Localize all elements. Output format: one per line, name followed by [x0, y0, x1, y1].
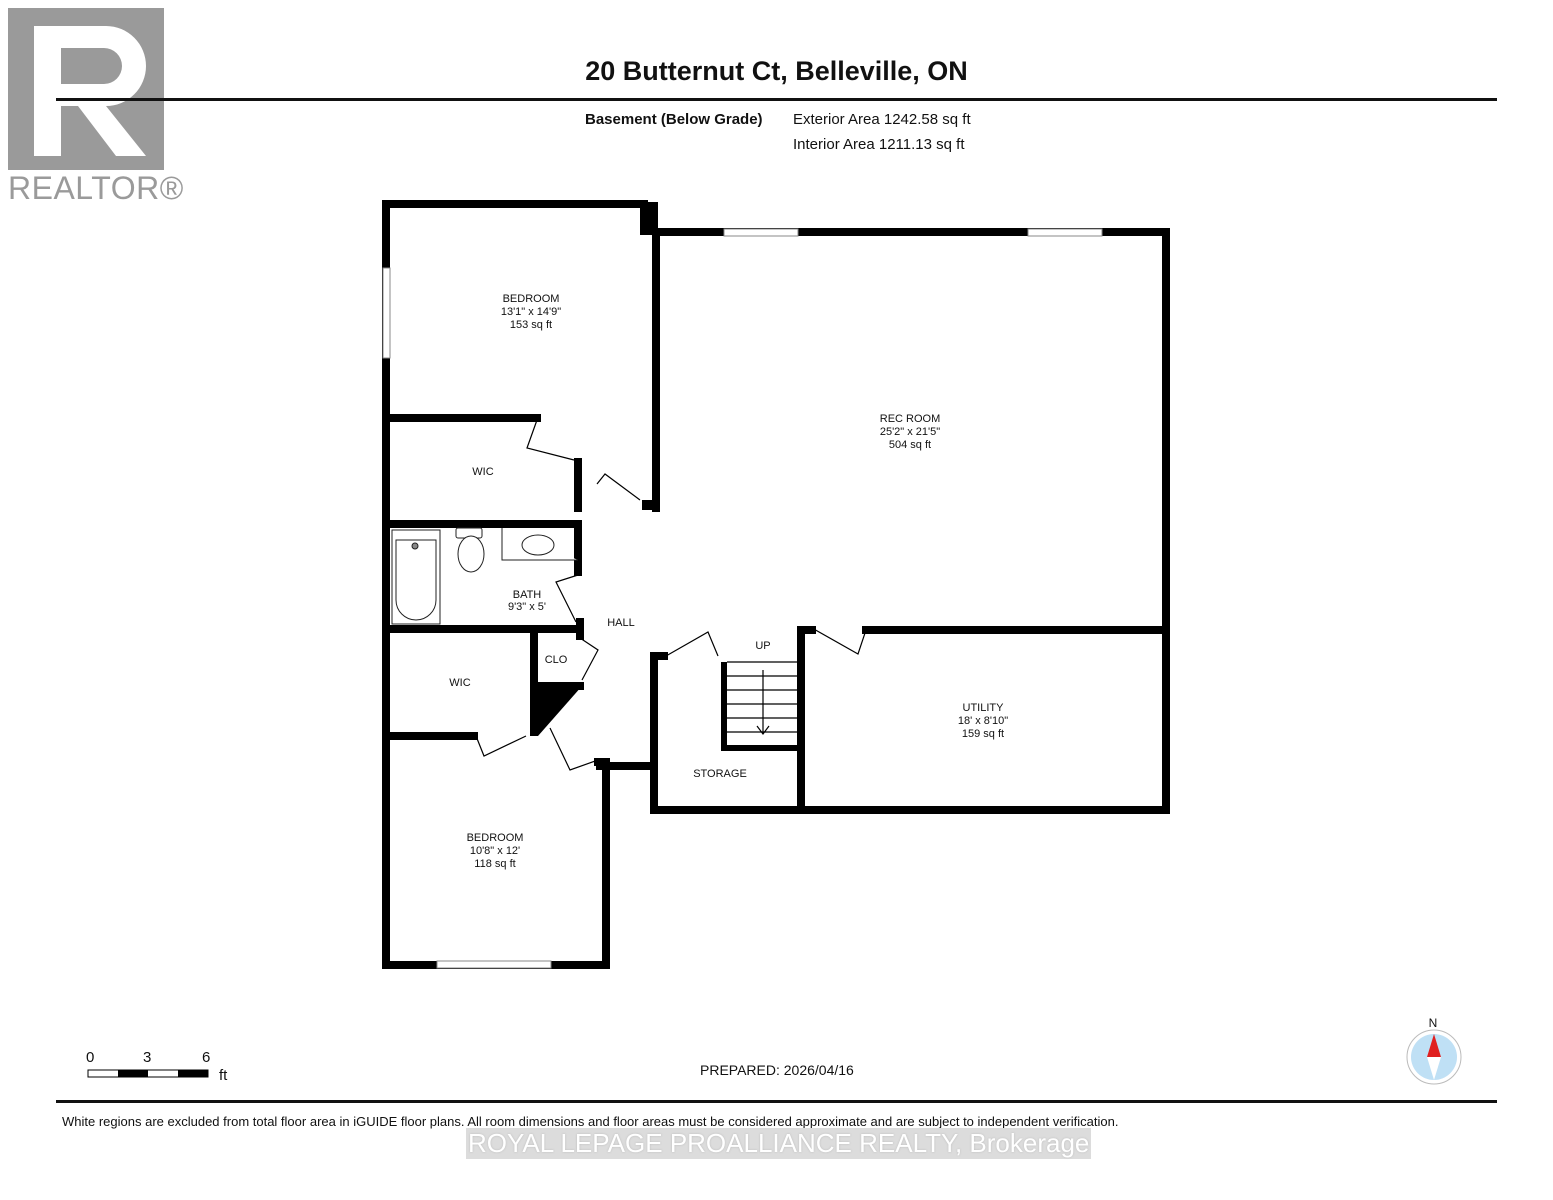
room-dims: 13'1" x 14'9": [501, 306, 561, 318]
footer-divider: [56, 1100, 1497, 1103]
compass: N: [1406, 1016, 1462, 1085]
interior-area: Interior Area 1211.13 sq ft: [793, 136, 965, 153]
page-title: 20 Butternut Ct, Belleville, ON: [585, 56, 968, 86]
doors: [475, 419, 867, 771]
room-dims: 25'2" x 21'5": [880, 426, 940, 438]
disclaimer: White regions are excluded from total fl…: [62, 1114, 1119, 1129]
room-name: HALL: [607, 617, 635, 629]
room-name: BATH: [513, 589, 542, 601]
room-area: 504 sq ft: [889, 439, 931, 451]
windows: [382, 228, 1103, 969]
realtor-logo-text: REALTOR®: [8, 170, 184, 206]
level-label: Basement (Below Grade): [585, 111, 763, 128]
room-name: BEDROOM: [503, 293, 560, 305]
compass-north-label: N: [1429, 1016, 1438, 1030]
bath-fixtures: [391, 527, 578, 625]
room-dims: 18' x 8'10": [958, 715, 1008, 727]
room-area: 153 sq ft: [510, 319, 552, 331]
scale-label: 3: [143, 1049, 151, 1066]
exterior-area: Exterior Area 1242.58 sq ft: [793, 111, 971, 128]
scale-label: 6: [202, 1049, 210, 1066]
room-dims: 9'3" x 5': [508, 601, 546, 613]
stairs: [721, 661, 800, 751]
scale-unit: ft: [219, 1067, 228, 1084]
room-name: STORAGE: [693, 768, 747, 780]
room-name: BEDROOM: [467, 832, 524, 844]
scale-label: 0: [86, 1049, 94, 1066]
stairs-label: UP: [755, 640, 770, 652]
header-divider: [56, 98, 1497, 101]
room-name: UTILITY: [963, 702, 1005, 714]
room-name: CLO: [545, 654, 568, 666]
brokerage-watermark: ROYAL LEPAGE PROALLIANCE REALTY, Brokera…: [466, 1128, 1092, 1159]
floor-plan: BEDROOM 13'1" x 14'9" 153 sq ft REC ROOM…: [86, 200, 1462, 1085]
room-dims: 10'8" x 12': [470, 845, 520, 857]
realtor-logo: [8, 8, 164, 170]
scale-bar: 0 3 6 ft: [86, 1049, 228, 1084]
compass-needle-icon: [1427, 1034, 1441, 1057]
prepared-date: PREPARED: 2026/04/16: [700, 1062, 854, 1078]
wall-block: [530, 686, 582, 736]
room-name: WIC: [472, 466, 493, 478]
room-name: WIC: [449, 677, 470, 689]
room-area: 159 sq ft: [962, 728, 1004, 740]
room-area: 118 sq ft: [474, 858, 515, 870]
room-name: REC ROOM: [880, 413, 941, 425]
